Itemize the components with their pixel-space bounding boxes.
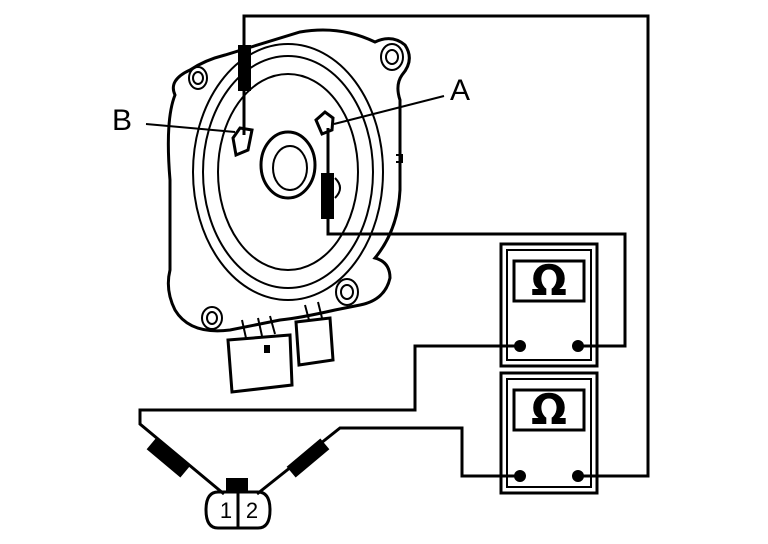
fuse-b-lead: [238, 45, 251, 91]
fuse-pin2-lead: [286, 438, 330, 478]
upper-meter-terminal-right: [572, 340, 584, 352]
lower-meter-terminal-right: [572, 470, 584, 482]
terminal-b: [231, 126, 254, 158]
wire-terminal-b-to-upper-meter: [242, 14, 650, 478]
lower-meter-terminal-left: [514, 470, 526, 482]
housing-connector-right: [294, 301, 335, 367]
sensor-housing: [166, 28, 411, 333]
fuse-a-lead: [321, 173, 334, 219]
ohmmeter-upper: Ω: [499, 242, 599, 368]
wire-pin1-to-upper-meter: [138, 344, 520, 496]
label-b: B: [112, 104, 132, 137]
fuse-pin1-lead: [146, 438, 190, 478]
callout-a: A: [333, 74, 470, 125]
harness-connector: 1 2: [204, 478, 272, 530]
callout-b: B: [112, 104, 236, 137]
pin-2-label: 2: [246, 498, 258, 523]
terminal-a: [314, 110, 335, 136]
ohmmeter-lower: Ω: [499, 371, 599, 495]
housing-connector-left: [226, 315, 294, 394]
ohm-symbol-upper: Ω: [531, 256, 567, 305]
ohm-symbol-lower: Ω: [531, 385, 567, 434]
label-a: A: [450, 74, 470, 107]
upper-meter-terminal-left: [514, 340, 526, 352]
pin-1-label: 1: [220, 498, 232, 523]
